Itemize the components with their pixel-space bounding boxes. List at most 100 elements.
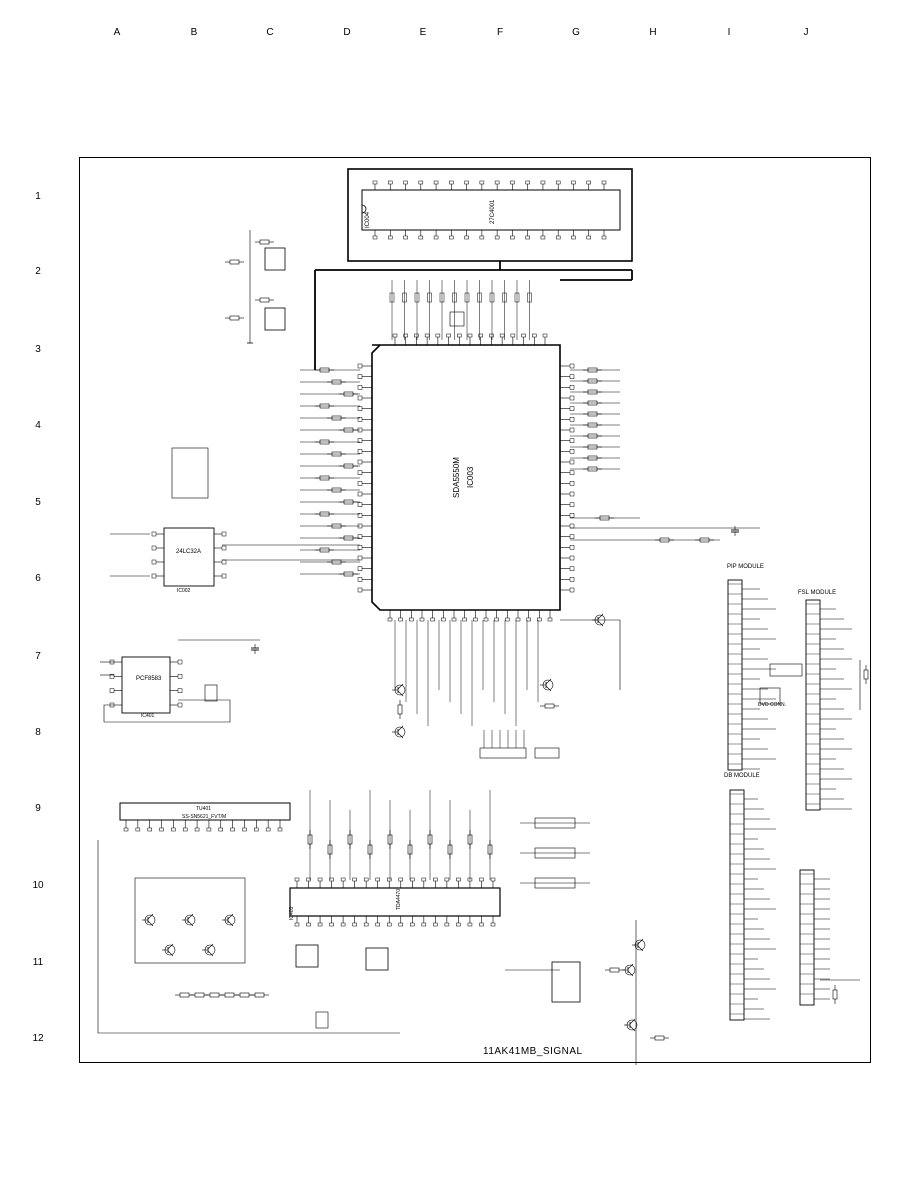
- main-ic-body: [371, 344, 561, 611]
- eeprom-bottom-pin-pad: [372, 235, 378, 240]
- ic403-top-pin-pad: [479, 877, 484, 882]
- row-label-11: 11: [32, 957, 44, 968]
- audio-amp: [551, 961, 581, 1003]
- ic403-top-pin-pad: [317, 877, 323, 882]
- main-ic-top-pin-pad: [446, 333, 451, 338]
- main-ic-right-pin-pad: [569, 417, 575, 422]
- tuner-pin-pad: [277, 827, 283, 832]
- connector-block: [534, 747, 560, 759]
- main-ic-right-pin-pad: [569, 406, 575, 411]
- eeprom-top-pin-pad: [479, 180, 485, 185]
- tuner-pin-pad: [218, 827, 224, 832]
- address-resistor: [527, 292, 532, 303]
- eeprom-top-pin-pad: [525, 180, 530, 185]
- transistor: [627, 963, 634, 970]
- ic002-left-pin-pad: [151, 545, 157, 551]
- row-label-3: 3: [35, 344, 41, 355]
- main-ic-top-pin-pad: [478, 333, 483, 338]
- address-resistor: [427, 292, 432, 303]
- transistor: [637, 945, 644, 952]
- main-ic-bottom-pin-pad: [526, 617, 531, 622]
- eeprom-top-pin-pad: [388, 180, 393, 185]
- resistor: [654, 1035, 665, 1041]
- eeprom-top-pin-pad: [540, 180, 546, 185]
- main-ic-right-pin-pad: [569, 459, 575, 465]
- ic403-top-pin-pad: [329, 877, 334, 882]
- resistor: [259, 297, 270, 303]
- resistor: [229, 259, 240, 265]
- ic403-top-pin-pad: [294, 877, 300, 882]
- db-connector-right: [799, 869, 815, 1006]
- eeprom-chip-body: [361, 189, 621, 231]
- main-ic-top-pin-pad: [499, 333, 505, 338]
- transistor: [629, 1018, 636, 1025]
- main-ic-right-pin-pad: [569, 481, 575, 486]
- transistor: [167, 943, 174, 950]
- main-ic-left-pin-pad: [357, 374, 363, 379]
- ic401-right-pin-pad: [177, 659, 183, 665]
- ic403-top-pin-pad: [433, 877, 438, 882]
- ic002-left-pin-pad: [151, 531, 157, 537]
- eeprom-top-pin-pad: [601, 180, 607, 185]
- tuner-pin-pad: [230, 827, 235, 832]
- fsl-module-label: FSL MODULE: [798, 590, 837, 596]
- ic403-bottom-pin-pad: [456, 922, 461, 927]
- main-ic-top-pin-pad: [489, 333, 494, 338]
- ic403-top-pin-pad: [340, 877, 346, 882]
- ic403-bottom-pin-pad: [317, 922, 323, 927]
- transistor: [207, 943, 214, 950]
- eeprom-bottom-pin-pad: [586, 235, 591, 240]
- row-label-4: 4: [35, 420, 41, 431]
- resistor: [259, 239, 270, 245]
- main-ic-right-pin-pad: [569, 374, 575, 379]
- tuner-ground-rail: [97, 840, 400, 1034]
- transistor: [597, 613, 604, 620]
- tuner-pin-pad: [182, 827, 188, 832]
- ic403-bottom-pin-pad: [352, 922, 357, 927]
- resistor: [209, 992, 220, 998]
- main-ic-left-pin-pad: [357, 459, 363, 465]
- row-label-8: 8: [35, 727, 41, 738]
- ic401-body: [121, 656, 171, 714]
- transistor: [397, 725, 404, 732]
- main-ic-bottom-pin-pad: [441, 617, 446, 622]
- main-ic-right-pin-pad: [569, 534, 575, 539]
- tuner-pin-pad: [242, 827, 247, 832]
- main-ic-bottom-pin-pad: [547, 617, 553, 622]
- main-ic-bottom-pin-pad: [398, 617, 403, 622]
- pip-connector: [727, 579, 743, 771]
- address-resistor: [514, 292, 520, 303]
- ic002-ref-label: IC002: [177, 588, 191, 594]
- row-label-2: 2: [35, 266, 41, 277]
- main-ic-bottom-pin-pad: [451, 617, 457, 622]
- eeprom-top-pin-pad: [464, 180, 469, 185]
- crystal: [204, 684, 218, 702]
- main-ic-top-pin-pad: [467, 333, 473, 338]
- col-label-f: F: [496, 27, 504, 38]
- ic403-coil: [295, 944, 319, 968]
- eeprom-outer-box: [347, 168, 633, 262]
- row-label-6: 6: [35, 573, 41, 584]
- main-ic-left-pin-pad: [357, 363, 363, 369]
- main-ic-right-pin-pad: [569, 513, 575, 518]
- db-module-label: DB MODULE: [724, 773, 760, 779]
- eeprom-bottom-pin-pad: [510, 235, 515, 240]
- main-ic-top-pin-pad: [403, 333, 408, 338]
- main-ic-right-pin-pad: [569, 545, 575, 550]
- address-resistor: [464, 292, 470, 303]
- eeprom-notch: [361, 204, 367, 214]
- transistor: [397, 683, 404, 690]
- ic403-top-pin-pad: [490, 877, 496, 882]
- row-label-10: 10: [32, 880, 44, 891]
- dvd-conn-label: DVD CONN.: [758, 702, 787, 708]
- col-label-h: H: [649, 27, 657, 38]
- latch-component: [449, 311, 465, 327]
- eeprom-top-pin-pad: [372, 180, 378, 185]
- eeprom-bottom-pin-pad: [433, 235, 439, 240]
- eeprom-bottom-pin-pad: [540, 235, 546, 240]
- main-ic-right-pin-pad: [569, 470, 575, 475]
- main-ic-bottom-pin-pad: [419, 617, 425, 622]
- transistor: [227, 920, 234, 927]
- main-ic-right-pin-pad: [569, 502, 575, 507]
